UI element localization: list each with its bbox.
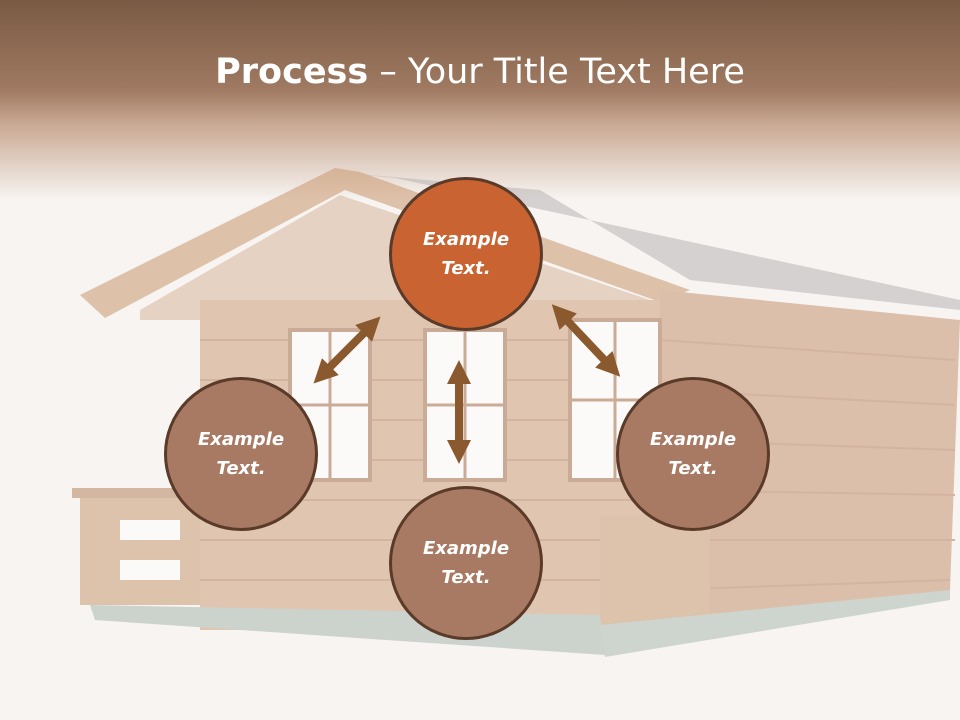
slide-title[interactable]: Process – Your Title Text Here bbox=[0, 52, 960, 92]
node-top-text: Example Text. bbox=[422, 229, 510, 279]
header-band bbox=[0, 0, 960, 200]
process-node-left[interactable]: Example Text. bbox=[164, 377, 318, 531]
process-node-bottom[interactable]: Example Text. bbox=[389, 486, 543, 640]
node-bottom-text: Example Text. bbox=[422, 538, 510, 588]
node-right-text: Example Text. bbox=[649, 429, 737, 479]
process-node-right[interactable]: Example Text. bbox=[616, 377, 770, 531]
process-node-top[interactable]: Example Text. bbox=[389, 177, 543, 331]
arrow-top-left bbox=[313, 316, 381, 384]
title-bold: Process bbox=[215, 52, 369, 92]
title-rest: – Your Title Text Here bbox=[368, 52, 745, 92]
arrow-top-right bbox=[551, 304, 621, 377]
node-left-text: Example Text. bbox=[197, 429, 285, 479]
connector-arrows bbox=[313, 304, 621, 464]
